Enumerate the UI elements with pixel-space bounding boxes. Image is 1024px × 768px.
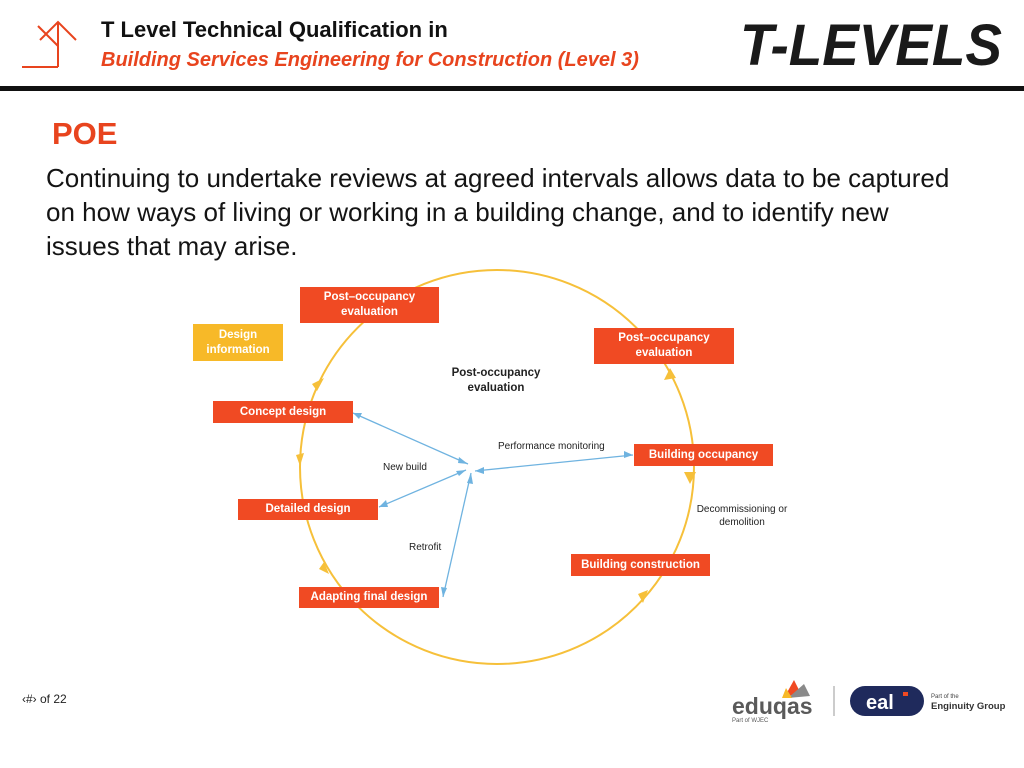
header-title: T Level Technical Qualification in (101, 17, 448, 42)
arrowhead (458, 457, 468, 464)
hub-arrows (352, 412, 634, 598)
cycle-arrow (684, 472, 696, 484)
box-detailed-design: Detailed design (238, 499, 378, 520)
arrow-performance-monitoring (474, 454, 634, 472)
header-divider (0, 86, 1024, 91)
t-levels-logo: T-LEVELS (740, 13, 1002, 74)
arrowhead (467, 473, 473, 484)
arrow-to-detailed-design (378, 469, 467, 508)
eduqas-logo: eduqas Part of WJEC (732, 680, 813, 724)
hub-arrowheads (353, 413, 633, 597)
arrowhead (456, 470, 466, 476)
arrow-to-adapting-final-design (442, 472, 472, 598)
partner-logos: eduqas Part of WJEC eal Part of the Engi… (732, 680, 1006, 724)
t-levels-logo-text: T-LEVELS (740, 13, 1002, 74)
label-retrofit: Retrofit (409, 542, 442, 553)
eduqas-tagline: Part of WJEC (732, 718, 769, 724)
box-design-information: Design information (193, 324, 283, 361)
header-subtitle: Building Services Engineering for Constr… (101, 49, 639, 71)
arrowhead (353, 413, 362, 419)
eduqas-logo-text: eduqas (732, 693, 813, 719)
arrow-to-concept-design (352, 412, 469, 465)
arrowhead (441, 587, 447, 597)
box-concept-design: Concept design (213, 401, 353, 423)
label-center-post-occupancy-evaluation: Post-occupancy evaluation (451, 367, 541, 394)
label-performance-monitoring: Performance monitoring (498, 441, 605, 452)
arrowhead (624, 451, 633, 458)
cycle-direction-arrows (296, 368, 696, 603)
page-number: ‹#› of 22 (22, 692, 67, 706)
slide-body-text: Continuing to undertake reviews at agree… (46, 163, 950, 261)
eal-logo: eal (850, 686, 924, 716)
cycle-arrow (319, 562, 329, 574)
enginuity-text: Enginuity Group (931, 701, 1006, 712)
box-building-construction: Building construction (571, 554, 710, 576)
label-new-build: New build (383, 462, 427, 473)
cycle-arrow (296, 453, 304, 466)
cycle-arrow (638, 590, 648, 603)
up-arrow-logo-icon (22, 20, 77, 68)
label-decommissioning-or-demolition: Decommissioning or demolition (696, 504, 788, 528)
box-post-occupancy-evaluation-right: Post–occupancy evaluation (594, 328, 734, 364)
cycle-circle (299, 269, 695, 665)
box-adapting-final-design: Adapting final design (299, 587, 439, 608)
box-building-occupancy: Building occupancy (634, 444, 773, 466)
box-post-occupancy-evaluation-top: Post–occupancy evaluation (300, 287, 439, 323)
enginuity-logo: Part of the Enginuity Group (931, 694, 1006, 712)
slide-title: POE (52, 116, 118, 151)
arrowhead (379, 500, 388, 507)
enginuity-prefix: Part of the (931, 694, 959, 700)
cycle-arrow (312, 378, 324, 391)
cycle-arrow (664, 368, 676, 380)
eal-logo-text: eal (866, 692, 894, 714)
arrowhead (475, 467, 484, 474)
